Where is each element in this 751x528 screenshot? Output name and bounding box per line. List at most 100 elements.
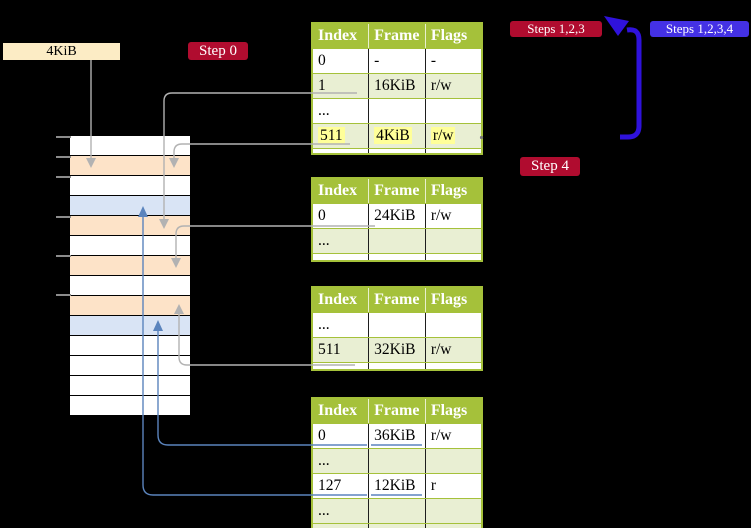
table-cell (424, 311, 483, 338)
table-cell: 16KiB (368, 72, 426, 99)
table-cell (311, 147, 370, 155)
memory-tick (56, 156, 71, 158)
table-cell (368, 522, 426, 528)
table-cell (368, 147, 426, 155)
memory-row-white (70, 396, 190, 416)
memory-tick (56, 136, 71, 138)
memory-row-white (70, 136, 190, 156)
table-row: 0-- (311, 47, 483, 74)
table-partial-row (311, 252, 483, 262)
table-cell (424, 522, 483, 528)
table-header-cell: Frame (368, 397, 426, 424)
table-partial-row (311, 361, 483, 371)
table-cell (424, 147, 483, 155)
table-cell: 36KiB (368, 422, 426, 449)
memory-row-blue (70, 316, 190, 336)
badge-step-4: Step 4 (520, 157, 580, 176)
memory-row-peach (70, 296, 190, 316)
arrow-loop-back-to-top-table (620, 27, 642, 140)
memory-row-white (70, 336, 190, 356)
table-cell (368, 227, 426, 254)
table-partial-row (311, 147, 483, 155)
table-cell: 32KiB (368, 336, 426, 363)
table-cell (311, 522, 370, 528)
table-header-cell: Index (311, 397, 370, 424)
arrowhead-up-left-icon (604, 16, 629, 36)
table-row: ... (311, 497, 483, 524)
table-cell: r/w (424, 72, 483, 99)
table-cell: 0 (311, 202, 370, 229)
memory-tick (56, 294, 71, 296)
table-cell (424, 447, 483, 474)
table-partial-row (311, 522, 483, 528)
table-header-cell: Index (311, 177, 370, 204)
table-header-cell: Index (311, 286, 370, 313)
table-cell (311, 361, 370, 371)
table-cell: 12KiB (368, 472, 426, 499)
table-cell: 127 (311, 472, 370, 499)
table-cell: 24KiB (368, 202, 426, 229)
memory-tick (56, 176, 71, 178)
table-header-cell: Frame (368, 286, 426, 313)
memory-row-white (70, 356, 190, 376)
table-cell: - (424, 47, 483, 74)
table-header-cell: Flags (424, 22, 483, 49)
table-cell: ... (311, 97, 370, 124)
memory-row-white (70, 176, 190, 196)
memory-row-peach (70, 156, 190, 176)
memory-tick (56, 216, 71, 218)
memory-row-white (70, 276, 190, 296)
table-cell (424, 497, 483, 524)
table-cell: ... (311, 447, 370, 474)
table-cell: r/w (424, 122, 483, 149)
table-cell: ... (311, 227, 370, 254)
table-cell (368, 97, 426, 124)
highlighted-value: r/w (430, 126, 456, 144)
table-cell (368, 497, 426, 524)
table-cell: - (368, 47, 426, 74)
memory-tick (56, 255, 71, 257)
badge-step-0: Step 0 (188, 42, 248, 60)
memory-row-white (70, 376, 190, 396)
highlighted-value: 4KiB (374, 126, 412, 144)
table-cell: ... (311, 311, 370, 338)
memory-row-blue (70, 196, 190, 216)
memory-row-peach (70, 256, 190, 276)
table-header-cell: Flags (424, 177, 483, 204)
table-cell: r/w (424, 422, 483, 449)
table-cell (311, 252, 370, 262)
table-cell (424, 252, 483, 262)
table-cell (424, 97, 483, 124)
table-cell (424, 227, 483, 254)
table-cell: r (424, 472, 483, 499)
table-header-cell: Flags (424, 397, 483, 424)
table-cell: ... (311, 497, 370, 524)
table-header-cell: Frame (368, 177, 426, 204)
table-header-cell: Index (311, 22, 370, 49)
table-cell: 0 (311, 422, 370, 449)
table-row: ... (311, 97, 483, 124)
table-header-cell: Frame (368, 22, 426, 49)
table-cell (368, 252, 426, 262)
table-header-cell: Flags (424, 286, 483, 313)
table-row: ... (311, 447, 483, 474)
highlighted-value: 511 (318, 126, 345, 144)
table-cell (368, 311, 426, 338)
table-cell: r/w (424, 202, 483, 229)
memory-column (70, 136, 190, 416)
table-row: ... (311, 311, 483, 338)
table-cell: 4KiB (368, 122, 426, 149)
badge-steps-1-2-3: Steps 1,2,3 (510, 21, 602, 37)
